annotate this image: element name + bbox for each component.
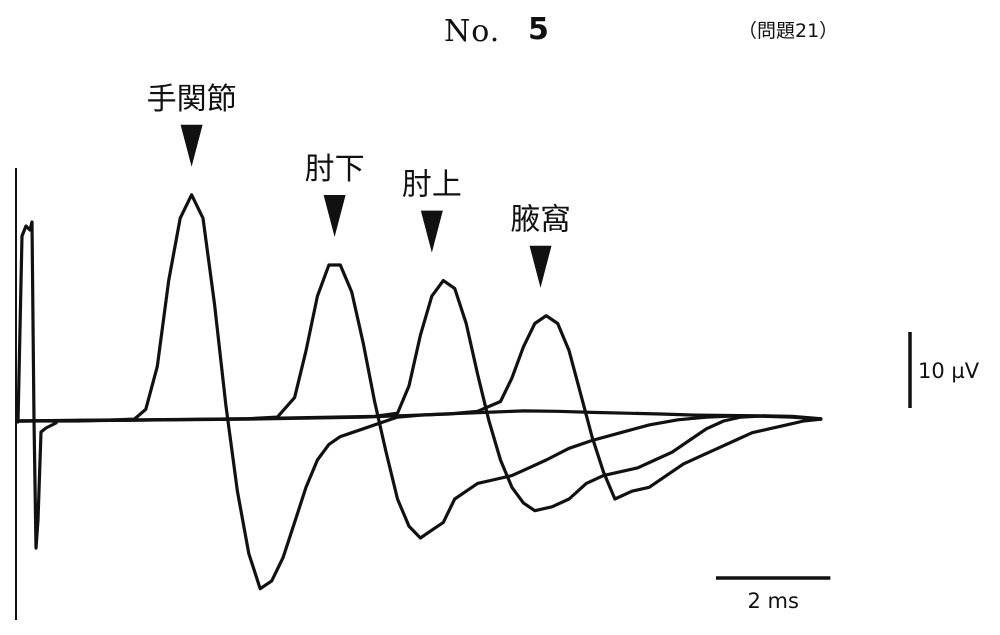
waveform-traces xyxy=(18,193,823,591)
figure-number-value: 5 xyxy=(528,12,549,47)
scale-bars: 2 ms 10 µV xyxy=(716,332,980,613)
time-scale-label: 2 ms xyxy=(747,589,798,613)
stimulus-arrow-1 xyxy=(180,124,203,167)
problem-reference: （問題21） xyxy=(738,20,839,42)
stimulus-site-label-4: 腋窩 xyxy=(511,203,571,238)
stimulus-artifact xyxy=(16,220,58,550)
stimulus-arrow-2 xyxy=(323,195,346,237)
waveform-trace-3 xyxy=(18,279,823,513)
amplitude-scale-label: 10 µV xyxy=(918,359,980,383)
stimulus-arrow-3 xyxy=(420,210,443,253)
stimulus-arrow-4 xyxy=(529,245,552,288)
waveform-trace-4 xyxy=(18,314,823,501)
waveform-trace-1 xyxy=(18,193,823,591)
stimulus-site-label-1: 手関節 xyxy=(147,82,237,117)
waveform-trace-2 xyxy=(18,263,823,540)
stimulus-site-label-2: 肘下 xyxy=(305,152,365,187)
stimulus-site-label-3: 肘上 xyxy=(402,168,462,203)
figure-number-label: No. xyxy=(444,14,501,49)
